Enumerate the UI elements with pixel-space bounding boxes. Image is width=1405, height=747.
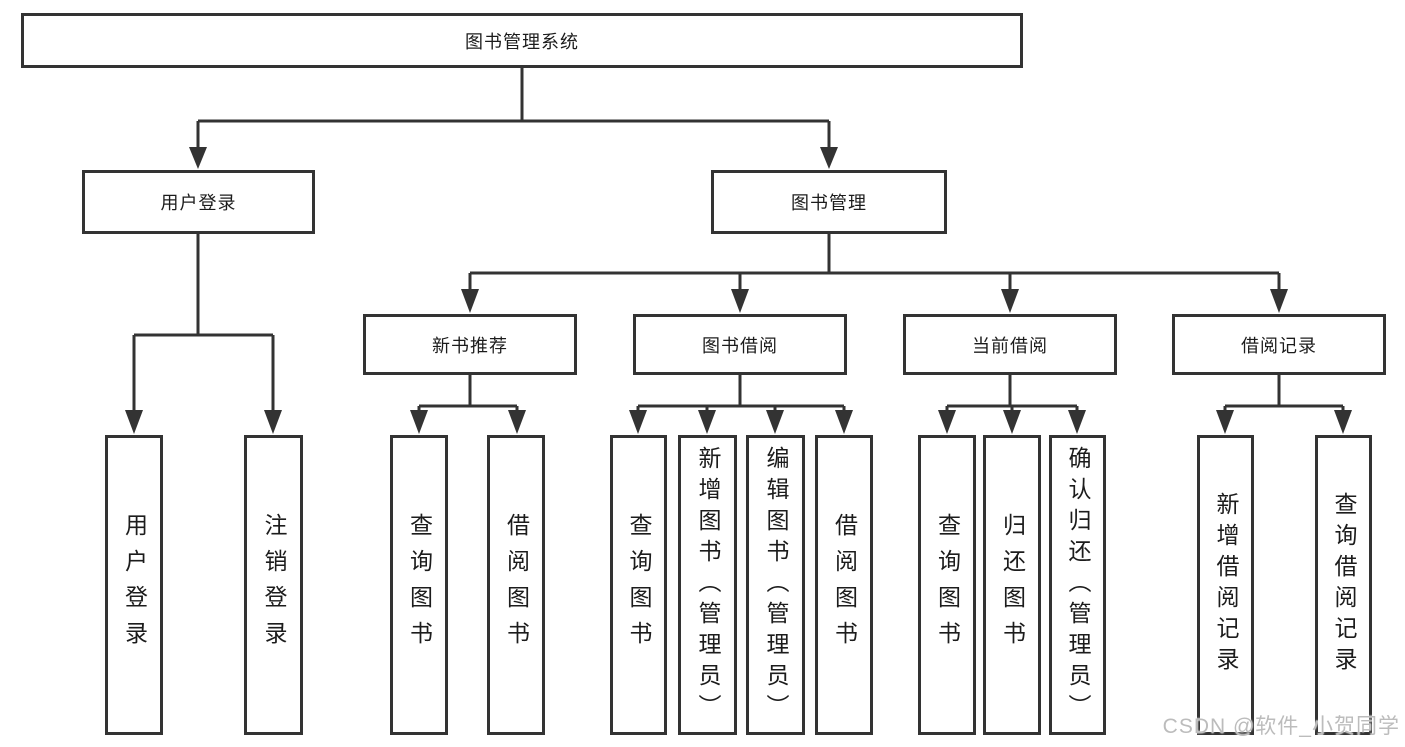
node-label: 当前借阅 <box>972 335 1048 356</box>
arrow-down-icon <box>461 289 479 313</box>
node-label: 编辑图书（管理员） <box>763 445 789 725</box>
node-label: 用户登录 <box>121 513 148 657</box>
node-label: 图书管理 <box>791 193 867 213</box>
node-label: 用户登录 <box>160 193 237 213</box>
connector-user-login <box>132 233 275 413</box>
arrow-down-icon <box>1334 410 1352 434</box>
connector-book-management <box>468 233 1281 292</box>
node-label: 借阅图书 <box>503 513 530 657</box>
leaf-add-books-admin: 新增图书（管理员） <box>678 435 737 735</box>
node-current-borrowing: 当前借阅 <box>903 314 1117 375</box>
node-label: 借阅图书 <box>831 513 858 657</box>
arrow-down-icon <box>820 147 838 169</box>
node-label: 查询图书 <box>626 513 652 657</box>
arrow-down-icon <box>698 410 716 434</box>
connector-root <box>196 67 831 150</box>
connector-book-borrowing <box>636 374 846 412</box>
node-label: 确认归还（管理员） <box>1065 445 1091 725</box>
node-borrowing-records: 借阅记录 <box>1172 314 1386 375</box>
node-label: 新增借阅记录 <box>1213 492 1239 678</box>
arrow-down-icon <box>629 410 647 434</box>
node-root: 图书管理系统 <box>21 13 1023 68</box>
node-book-borrowing: 图书借阅 <box>633 314 847 375</box>
arrow-down-icon <box>1068 410 1086 434</box>
leaf-query-books-recommend: 查询图书 <box>390 435 448 735</box>
arrow-down-icon <box>1003 410 1021 434</box>
node-book-management: 图书管理 <box>711 170 947 234</box>
node-label: 注销登录 <box>261 513 287 657</box>
leaf-query-borrow-record: 查询借阅记录 <box>1315 435 1372 735</box>
leaf-confirm-return-admin: 确认归还（管理员） <box>1049 435 1106 735</box>
node-label: 查询图书 <box>934 513 961 657</box>
node-user-login: 用户登录 <box>82 170 315 234</box>
node-label: 借阅记录 <box>1241 335 1317 356</box>
arrow-down-icon <box>1001 289 1019 313</box>
watermark: CSDN @软件_小贺同学 <box>1162 715 1400 738</box>
leaf-edit-books-admin: 编辑图书（管理员） <box>746 435 805 735</box>
node-label: 查询借阅记录 <box>1331 492 1357 678</box>
arrow-down-icon <box>938 410 956 434</box>
leaf-user-login: 用户登录 <box>105 435 163 735</box>
connector-new-book-recommend <box>417 374 519 412</box>
leaf-borrow-books-recommend: 借阅图书 <box>487 435 545 735</box>
leaf-logout: 注销登录 <box>244 435 303 735</box>
leaf-query-books-current: 查询图书 <box>918 435 976 735</box>
node-label: 图书管理系统 <box>465 31 579 52</box>
node-label: 归还图书 <box>999 513 1026 657</box>
arrow-down-icon <box>835 410 853 434</box>
connector-borrowing-records <box>1223 374 1345 412</box>
node-label: 新书推荐 <box>432 335 508 356</box>
arrow-down-icon <box>264 410 282 434</box>
arrow-down-icon <box>1270 289 1288 313</box>
connector-current-borrowing <box>945 374 1079 412</box>
arrow-down-icon <box>125 410 143 434</box>
node-label: 新增图书（管理员） <box>695 445 721 725</box>
node-label: 图书借阅 <box>702 335 778 356</box>
arrow-down-icon <box>1216 410 1234 434</box>
leaf-return-books: 归还图书 <box>983 435 1041 735</box>
arrow-down-icon <box>508 410 526 434</box>
arrow-down-icon <box>410 410 428 434</box>
node-new-book-recommend: 新书推荐 <box>363 314 577 375</box>
leaf-query-books-borrowing: 查询图书 <box>610 435 667 735</box>
arrow-down-icon <box>189 147 207 169</box>
arrow-down-icon <box>766 410 784 434</box>
node-label: 查询图书 <box>406 513 433 657</box>
leaf-borrow-books-borrowing: 借阅图书 <box>815 435 873 735</box>
leaf-add-borrow-record: 新增借阅记录 <box>1197 435 1254 735</box>
arrow-down-icon <box>731 289 749 313</box>
arrowheads <box>125 147 1352 434</box>
